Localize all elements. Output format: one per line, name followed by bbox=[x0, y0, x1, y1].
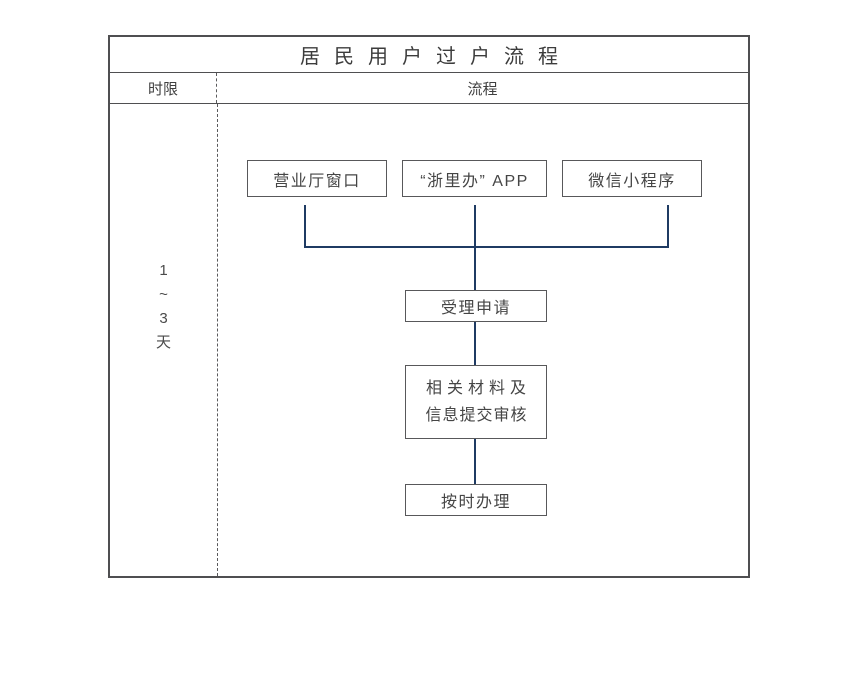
node-wechat-miniprogram: 微信小程序 bbox=[562, 160, 702, 197]
connector-line bbox=[474, 205, 476, 291]
node-handle-on-time: 按时办理 bbox=[405, 484, 547, 516]
connector-line bbox=[304, 205, 306, 248]
header-row: 时限 流程 bbox=[110, 73, 748, 104]
connector-line bbox=[304, 246, 669, 248]
connector-line bbox=[474, 439, 476, 484]
flowchart-body: 1 ~ 3 天 营业厅窗口 “浙里办” APP 微信小程序 受理申请 相关材料及… bbox=[110, 104, 748, 576]
connector-line bbox=[474, 322, 476, 365]
duration-label: 1 ~ 3 天 bbox=[110, 259, 217, 355]
header-process: 流程 bbox=[467, 80, 498, 98]
header-time-limit: 时限 bbox=[110, 73, 217, 103]
node-zheliban-app: “浙里办” APP bbox=[402, 160, 547, 197]
node-materials-review-line2: 信息提交审核 bbox=[425, 407, 528, 424]
duration-part: 天 bbox=[155, 334, 171, 351]
column-divider bbox=[217, 104, 218, 576]
node-accept-application: 受理申请 bbox=[405, 290, 547, 322]
duration-part: 1 bbox=[159, 262, 168, 279]
flowchart-table: 居民用户过户流程 时限 流程 1 ~ 3 天 营业厅窗口 “浙里办” APP 微… bbox=[108, 35, 750, 578]
duration-part: ~ bbox=[159, 286, 168, 303]
page-title: 居民用户过户流程 bbox=[300, 46, 572, 68]
node-materials-review: 相关材料及 信息提交审核 bbox=[405, 365, 547, 439]
node-materials-review-line1: 相关材料及 bbox=[425, 380, 531, 397]
duration-part: 3 bbox=[159, 310, 168, 327]
connector-line bbox=[667, 205, 669, 248]
title-row: 居民用户过户流程 bbox=[110, 37, 748, 73]
node-business-hall: 营业厅窗口 bbox=[247, 160, 387, 197]
